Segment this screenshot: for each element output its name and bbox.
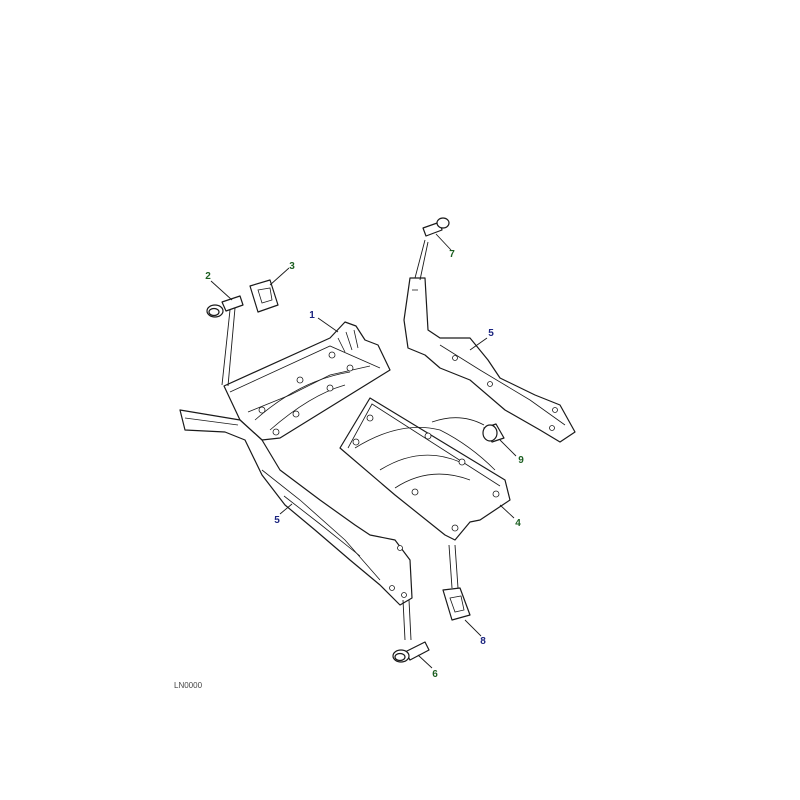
callout-7: 7 bbox=[449, 249, 455, 260]
left-side-rail bbox=[179, 409, 413, 606]
bolt-icon bbox=[392, 641, 430, 663]
leader-lines bbox=[210, 233, 517, 669]
callout-6: 6 bbox=[432, 669, 438, 680]
rear-undertray-panel bbox=[339, 397, 511, 541]
callout-8: 8 bbox=[480, 636, 486, 647]
reference-code: LN0000 bbox=[174, 681, 203, 690]
callout-4: 4 bbox=[515, 518, 521, 529]
clip-nut-icon bbox=[442, 587, 471, 621]
callout-3: 3 bbox=[289, 261, 295, 272]
bolt-icon bbox=[422, 217, 450, 237]
bolt-icon bbox=[206, 295, 244, 318]
grommet-icon bbox=[482, 423, 505, 443]
callout-5-right: 5 bbox=[488, 328, 494, 339]
callout-5-left: 5 bbox=[274, 515, 280, 526]
clip-nut-icon bbox=[249, 279, 279, 313]
callout-1: 1 bbox=[309, 310, 315, 321]
right-side-rail bbox=[403, 277, 576, 443]
callout-2: 2 bbox=[205, 271, 211, 282]
front-undertray-panel bbox=[223, 321, 391, 441]
callout-9: 9 bbox=[518, 455, 524, 466]
callouts: 2 3 1 7 5 9 4 5 8 6 bbox=[205, 249, 524, 680]
